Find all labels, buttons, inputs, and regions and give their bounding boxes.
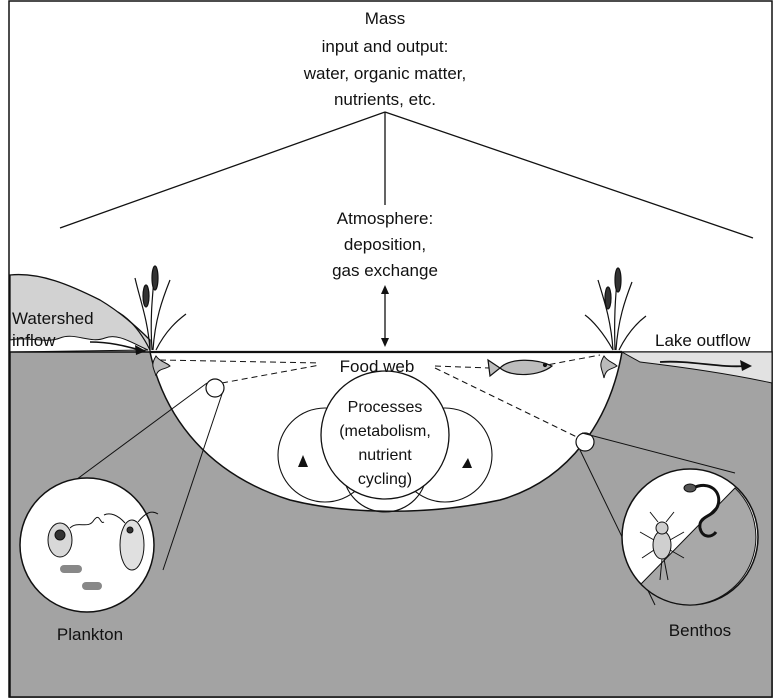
processes-label-line: nutrient <box>358 447 412 464</box>
plankton-sample-point <box>206 379 224 397</box>
watershed-label-line: Watershed <box>12 309 94 328</box>
mass-label-line: nutrients, etc. <box>334 90 436 109</box>
processes-label-line: Processes <box>348 399 423 416</box>
benthos-label: Benthos <box>669 621 731 640</box>
atmosphere-label-line: Atmosphere: <box>337 209 433 228</box>
mass-label-line: Mass <box>365 9 406 28</box>
processes-label-line: (metabolism, <box>339 423 431 440</box>
mass-label-line: input and output: <box>322 37 449 56</box>
atmosphere-label: Atmosphere: deposition, gas exchange <box>332 209 438 280</box>
mass-label-line: water, organic matter, <box>303 64 467 83</box>
watershed-label-line: inflow <box>12 331 56 350</box>
food-web-label: Food web <box>340 357 415 376</box>
processes-label-line: cycling) <box>358 471 412 488</box>
atmosphere-label-line: gas exchange <box>332 261 438 280</box>
atmosphere-label-line: deposition, <box>344 235 426 254</box>
lake-outflow-label: Lake outflow <box>655 331 751 350</box>
plankton-label: Plankton <box>57 625 123 644</box>
